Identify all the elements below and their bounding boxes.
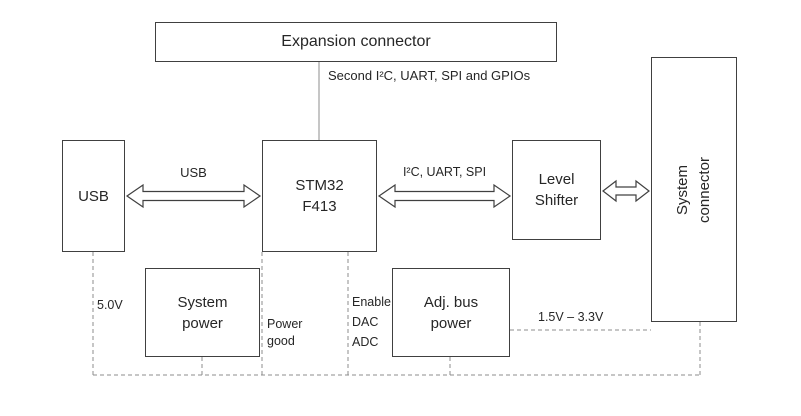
- power-good-label: Power good: [267, 317, 303, 348]
- system-connector-box: System connector: [651, 57, 737, 322]
- adj-voltage-range-label: 1.5V – 3.3V: [538, 310, 604, 324]
- system-connector-label: System connector: [674, 156, 713, 223]
- power-signal-lines: [92, 252, 701, 376]
- peripheral-bus-label: I²C, UART, SPI: [402, 165, 487, 179]
- adj-bus-power-box: Adj. bus power: [392, 268, 510, 357]
- stm32-mcu-box: STM32 F413: [262, 140, 377, 252]
- usb-box: USB: [62, 140, 125, 252]
- usb-bus-label: USB: [180, 165, 207, 180]
- enable-dac-adc-label: Enable DAC ADC: [352, 295, 391, 349]
- usb-bus-arrow: [125, 183, 262, 209]
- level-shifter-box: Level Shifter: [512, 140, 601, 240]
- expansion-connector-box: Expansion connector: [155, 22, 557, 62]
- expansion-note-label: Second I²C, UART, SPI and GPIOs: [328, 68, 531, 83]
- peripheral-bus-arrow: [377, 183, 512, 209]
- system-power-box: System power: [145, 268, 260, 357]
- usb-voltage-label: 5.0V: [97, 298, 123, 312]
- bus-arrows: [125, 179, 650, 209]
- level-shifter-to-system-arrow: [602, 179, 650, 203]
